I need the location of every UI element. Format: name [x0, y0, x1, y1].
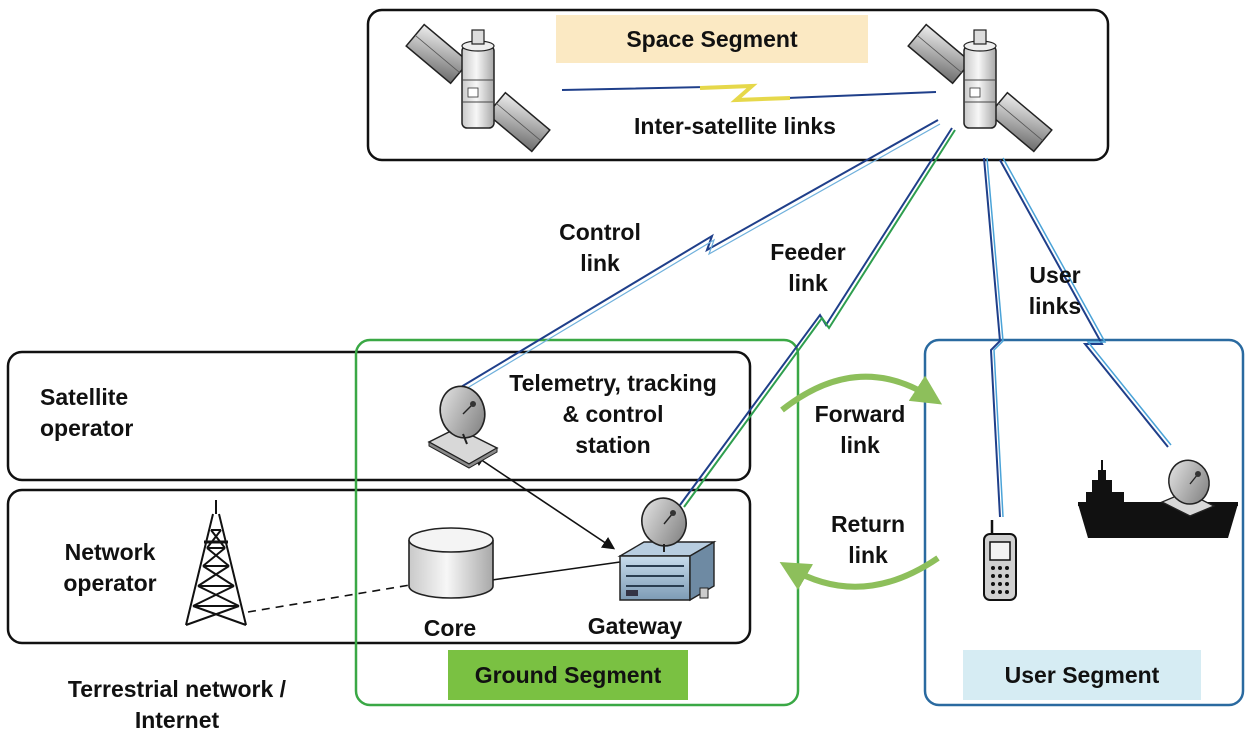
user-segment-badge-bg	[963, 650, 1201, 700]
terrestrial-network-label-line2: Internet	[134, 707, 220, 733]
ttc-station-label-line2: & control	[562, 401, 664, 427]
network-operator-label-line1: Network	[64, 539, 156, 565]
ground-segment-label: Ground Segment	[474, 661, 662, 688]
space-segment-badge-bg	[556, 15, 868, 63]
inter-satellite-link-highlight	[699, 83, 791, 103]
ground-segment-badge-bg	[448, 650, 688, 700]
ttc-station-label-line1: Telemetry, tracking	[509, 370, 717, 396]
ttc-station-label: Telemetry, tracking & control station	[488, 368, 738, 461]
return-link-label: Return link	[798, 509, 938, 571]
feeder-link-highlight	[683, 129, 956, 508]
mobile-phone-icon	[983, 520, 1017, 601]
gateway-label: Gateway	[587, 613, 683, 639]
feeder-link-label-line2: link	[788, 270, 828, 296]
ttc-station-label-line3: station	[575, 432, 651, 458]
satellite-icon	[907, 23, 1053, 153]
transmission-tower-icon	[185, 500, 247, 626]
satellite-operator-label-line1: Satellite	[40, 384, 129, 410]
user-link-ship-highlight	[1002, 157, 1172, 446]
forward-link-arc	[780, 373, 943, 413]
user-segment-label: User Segment	[1004, 661, 1160, 688]
ground-segment-box	[354, 338, 800, 707]
feeder-link-label: Feeder link	[738, 237, 878, 299]
inter-satellite-links-label: Inter-satellite links	[634, 113, 836, 139]
user-link-phone	[983, 157, 1002, 518]
ship-icon	[1078, 460, 1238, 538]
feeder-link-label-line1: Feeder	[770, 239, 846, 265]
return-link-label-line1: Return	[830, 511, 906, 537]
satellite-icon	[405, 23, 551, 153]
user-link-ship	[999, 159, 1169, 448]
control-link-shadow	[448, 123, 941, 400]
return-link-arc	[779, 555, 940, 591]
return-link-label-line2: link	[848, 542, 888, 568]
network-operator-label: Network operator	[30, 537, 190, 599]
dish-antenna-icon	[427, 385, 499, 469]
user-links-label: User links	[980, 260, 1130, 322]
core-gateway-connection	[491, 561, 621, 581]
dish-antenna-icon	[641, 497, 687, 552]
network-operator-label-line2: operator	[63, 570, 157, 596]
database-cylinder-icon	[408, 527, 494, 599]
tower-core-connection	[247, 584, 411, 613]
control-link-label-line2: link	[580, 250, 620, 276]
dish-antenna-icon	[1160, 459, 1216, 517]
terrestrial-network-label: Terrestrial network / Internet	[52, 674, 302, 736]
control-link-label: Control link	[530, 217, 670, 279]
satellite-operator-label: Satellite operator	[40, 382, 200, 444]
terrestrial-network-label-line1: Terrestrial network /	[67, 676, 287, 702]
control-link-label-line1: Control	[559, 219, 641, 245]
ttc-gateway-connection	[471, 453, 616, 550]
user-link-phone-highlight	[986, 157, 1004, 518]
user-segment-box	[923, 338, 1245, 707]
forward-link-label: Forward link	[790, 399, 930, 461]
core-label: Core	[423, 615, 477, 641]
network-operator-band	[6, 488, 752, 645]
forward-link-label-line1: Forward	[814, 401, 906, 427]
server-rack-icon	[617, 540, 717, 602]
space-segment-label: Space Segment	[626, 25, 798, 52]
satellite-operator-label-line2: operator	[40, 415, 134, 441]
user-links-label-line2: links	[1028, 293, 1082, 319]
forward-link-label-line2: link	[840, 432, 880, 458]
user-links-label-line1: User	[1029, 262, 1081, 288]
